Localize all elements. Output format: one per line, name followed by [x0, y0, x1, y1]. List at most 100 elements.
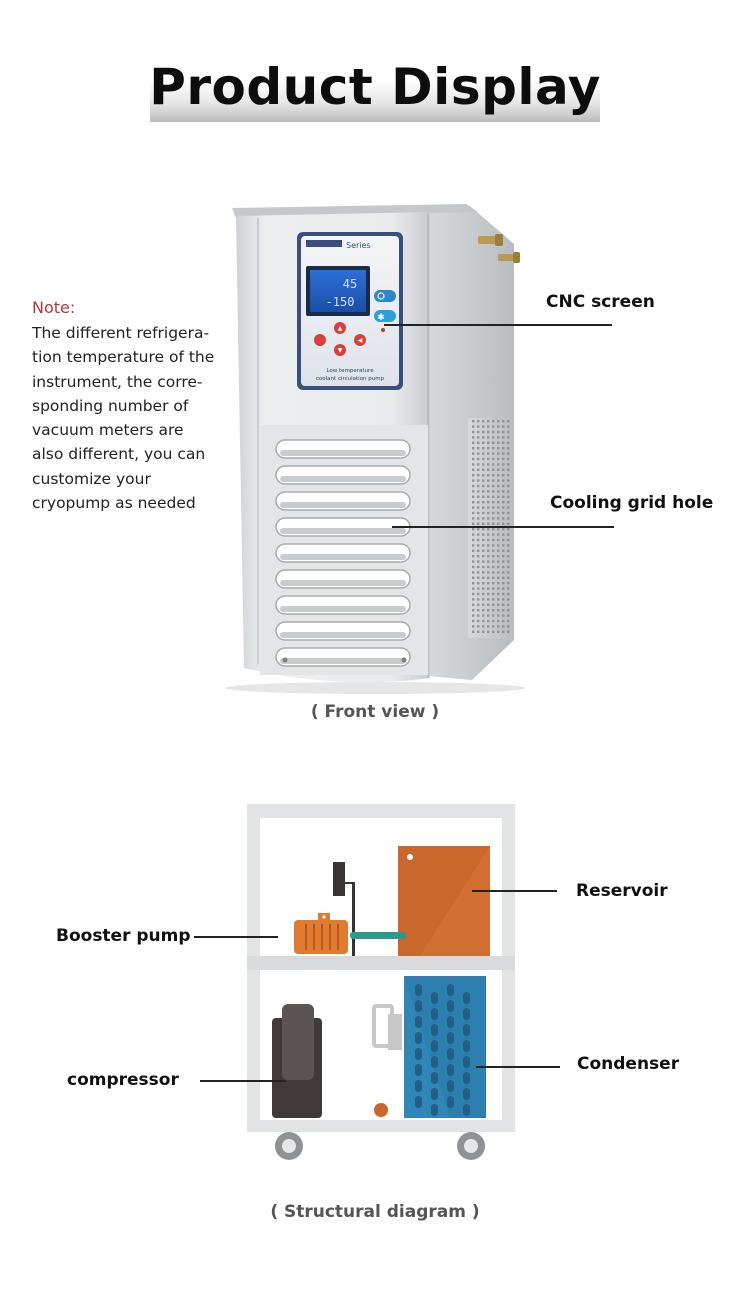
vent-dot [477, 468, 480, 471]
vent-dot [507, 576, 510, 579]
grille-slot-shade [280, 658, 406, 664]
vent-dot [497, 544, 500, 547]
vent-dot [492, 522, 495, 525]
condenser-fin [447, 1064, 454, 1076]
condenser-fin [463, 992, 470, 1004]
vent-dot [497, 490, 500, 493]
vent-dot [472, 614, 475, 617]
grille-slot-shade [280, 632, 406, 638]
cnc-screen-label: CNC screen [546, 292, 655, 312]
vent-dot [477, 501, 480, 504]
series-label: Series [346, 241, 371, 250]
front-view-caption: ( Front view ) [310, 702, 440, 722]
vent-dot [472, 511, 475, 515]
vent-dot [472, 582, 475, 585]
svg-text:◀: ◀ [358, 337, 363, 344]
condenser-fin [431, 1104, 438, 1116]
vent-dot [477, 528, 480, 531]
vent-dot [497, 603, 500, 606]
vent-dot [492, 592, 495, 596]
vent-dot [497, 522, 500, 525]
condenser-fin [463, 1040, 470, 1052]
vent-dot [472, 441, 475, 444]
reservoir-leader-line [472, 890, 557, 892]
vent-dot [492, 630, 495, 633]
vent-dot [507, 436, 510, 439]
vent-dot [487, 490, 490, 493]
vent-dot [507, 571, 510, 574]
vent-dot [507, 447, 510, 450]
vent-dot [487, 511, 490, 515]
vent-dot [502, 506, 505, 509]
vent-dot [497, 506, 500, 509]
valve-knob [374, 1103, 388, 1117]
vent-dot [477, 630, 480, 633]
vent-dot [497, 619, 500, 623]
vent-dot [487, 603, 490, 606]
vent-dot [502, 484, 505, 488]
vent-dot [507, 484, 510, 488]
vent-dot [472, 474, 475, 477]
note-line: instrument, the corre- [32, 372, 203, 391]
vent-dot [497, 511, 500, 515]
vent-dot [477, 555, 480, 558]
vent-dot [492, 576, 495, 579]
vent-dot [502, 495, 505, 498]
vent-dot [497, 517, 500, 520]
vent-dot [502, 420, 505, 423]
vent-dot [497, 609, 500, 612]
vent-dot [507, 468, 510, 471]
vent-dot [487, 538, 490, 542]
vent-dot [497, 630, 500, 633]
vent-dot [482, 517, 485, 520]
vent-dot [482, 560, 485, 563]
grille-slot-shade [280, 528, 406, 534]
vent-dot [497, 495, 500, 498]
vent-dot [492, 495, 495, 498]
vent-dot [472, 630, 475, 633]
vent-dot [472, 447, 475, 450]
vent-dot [477, 441, 480, 444]
condenser-fin [463, 1056, 470, 1068]
vent-dot [492, 582, 495, 585]
vent-dot [492, 528, 495, 531]
vent-dot [472, 452, 475, 455]
vent-dot [482, 436, 485, 439]
vent-dot [477, 457, 480, 461]
vent-dot [502, 587, 505, 590]
grille-slot-shade [280, 606, 406, 612]
grille-slot-shade [280, 502, 406, 508]
booster-pump-label: Booster pump [56, 926, 191, 946]
vent-dot [502, 619, 505, 623]
condenser-fin [431, 1040, 438, 1052]
vent-dot [492, 425, 495, 428]
vent-dot [482, 544, 485, 547]
vent-dot [472, 544, 475, 547]
vent-dot [472, 538, 475, 542]
grille-slot-shade [280, 554, 406, 560]
grille-slot-shade [280, 580, 406, 586]
front-view-illustration: Series 45 -150 ✱ ▲▼◀ Low temperature coo… [225, 204, 525, 694]
condenser-fin [415, 1064, 422, 1076]
vent-dot [492, 587, 495, 590]
vent-dot [487, 484, 490, 488]
vent-dot [487, 463, 490, 466]
vent-dot [497, 528, 500, 531]
condenser-fin [431, 1088, 438, 1100]
structural-diagram-caption: ( Structural diagram ) [270, 1202, 480, 1222]
vent-dot [492, 447, 495, 450]
vent-dot [472, 598, 475, 601]
note-line: also different, you can [32, 445, 206, 464]
vent-dot [507, 565, 510, 569]
vent-dot [497, 474, 500, 477]
vent-dot [477, 506, 480, 509]
condenser-fins [415, 984, 470, 1116]
lcd-line-2: -150 [326, 295, 355, 309]
vent-dot [497, 582, 500, 585]
vent-dot [482, 441, 485, 444]
vent-dot [482, 533, 485, 536]
vent-dot [502, 598, 505, 601]
vent-dot [477, 511, 480, 515]
vent-dot [502, 430, 505, 434]
vent-dot [472, 517, 475, 520]
